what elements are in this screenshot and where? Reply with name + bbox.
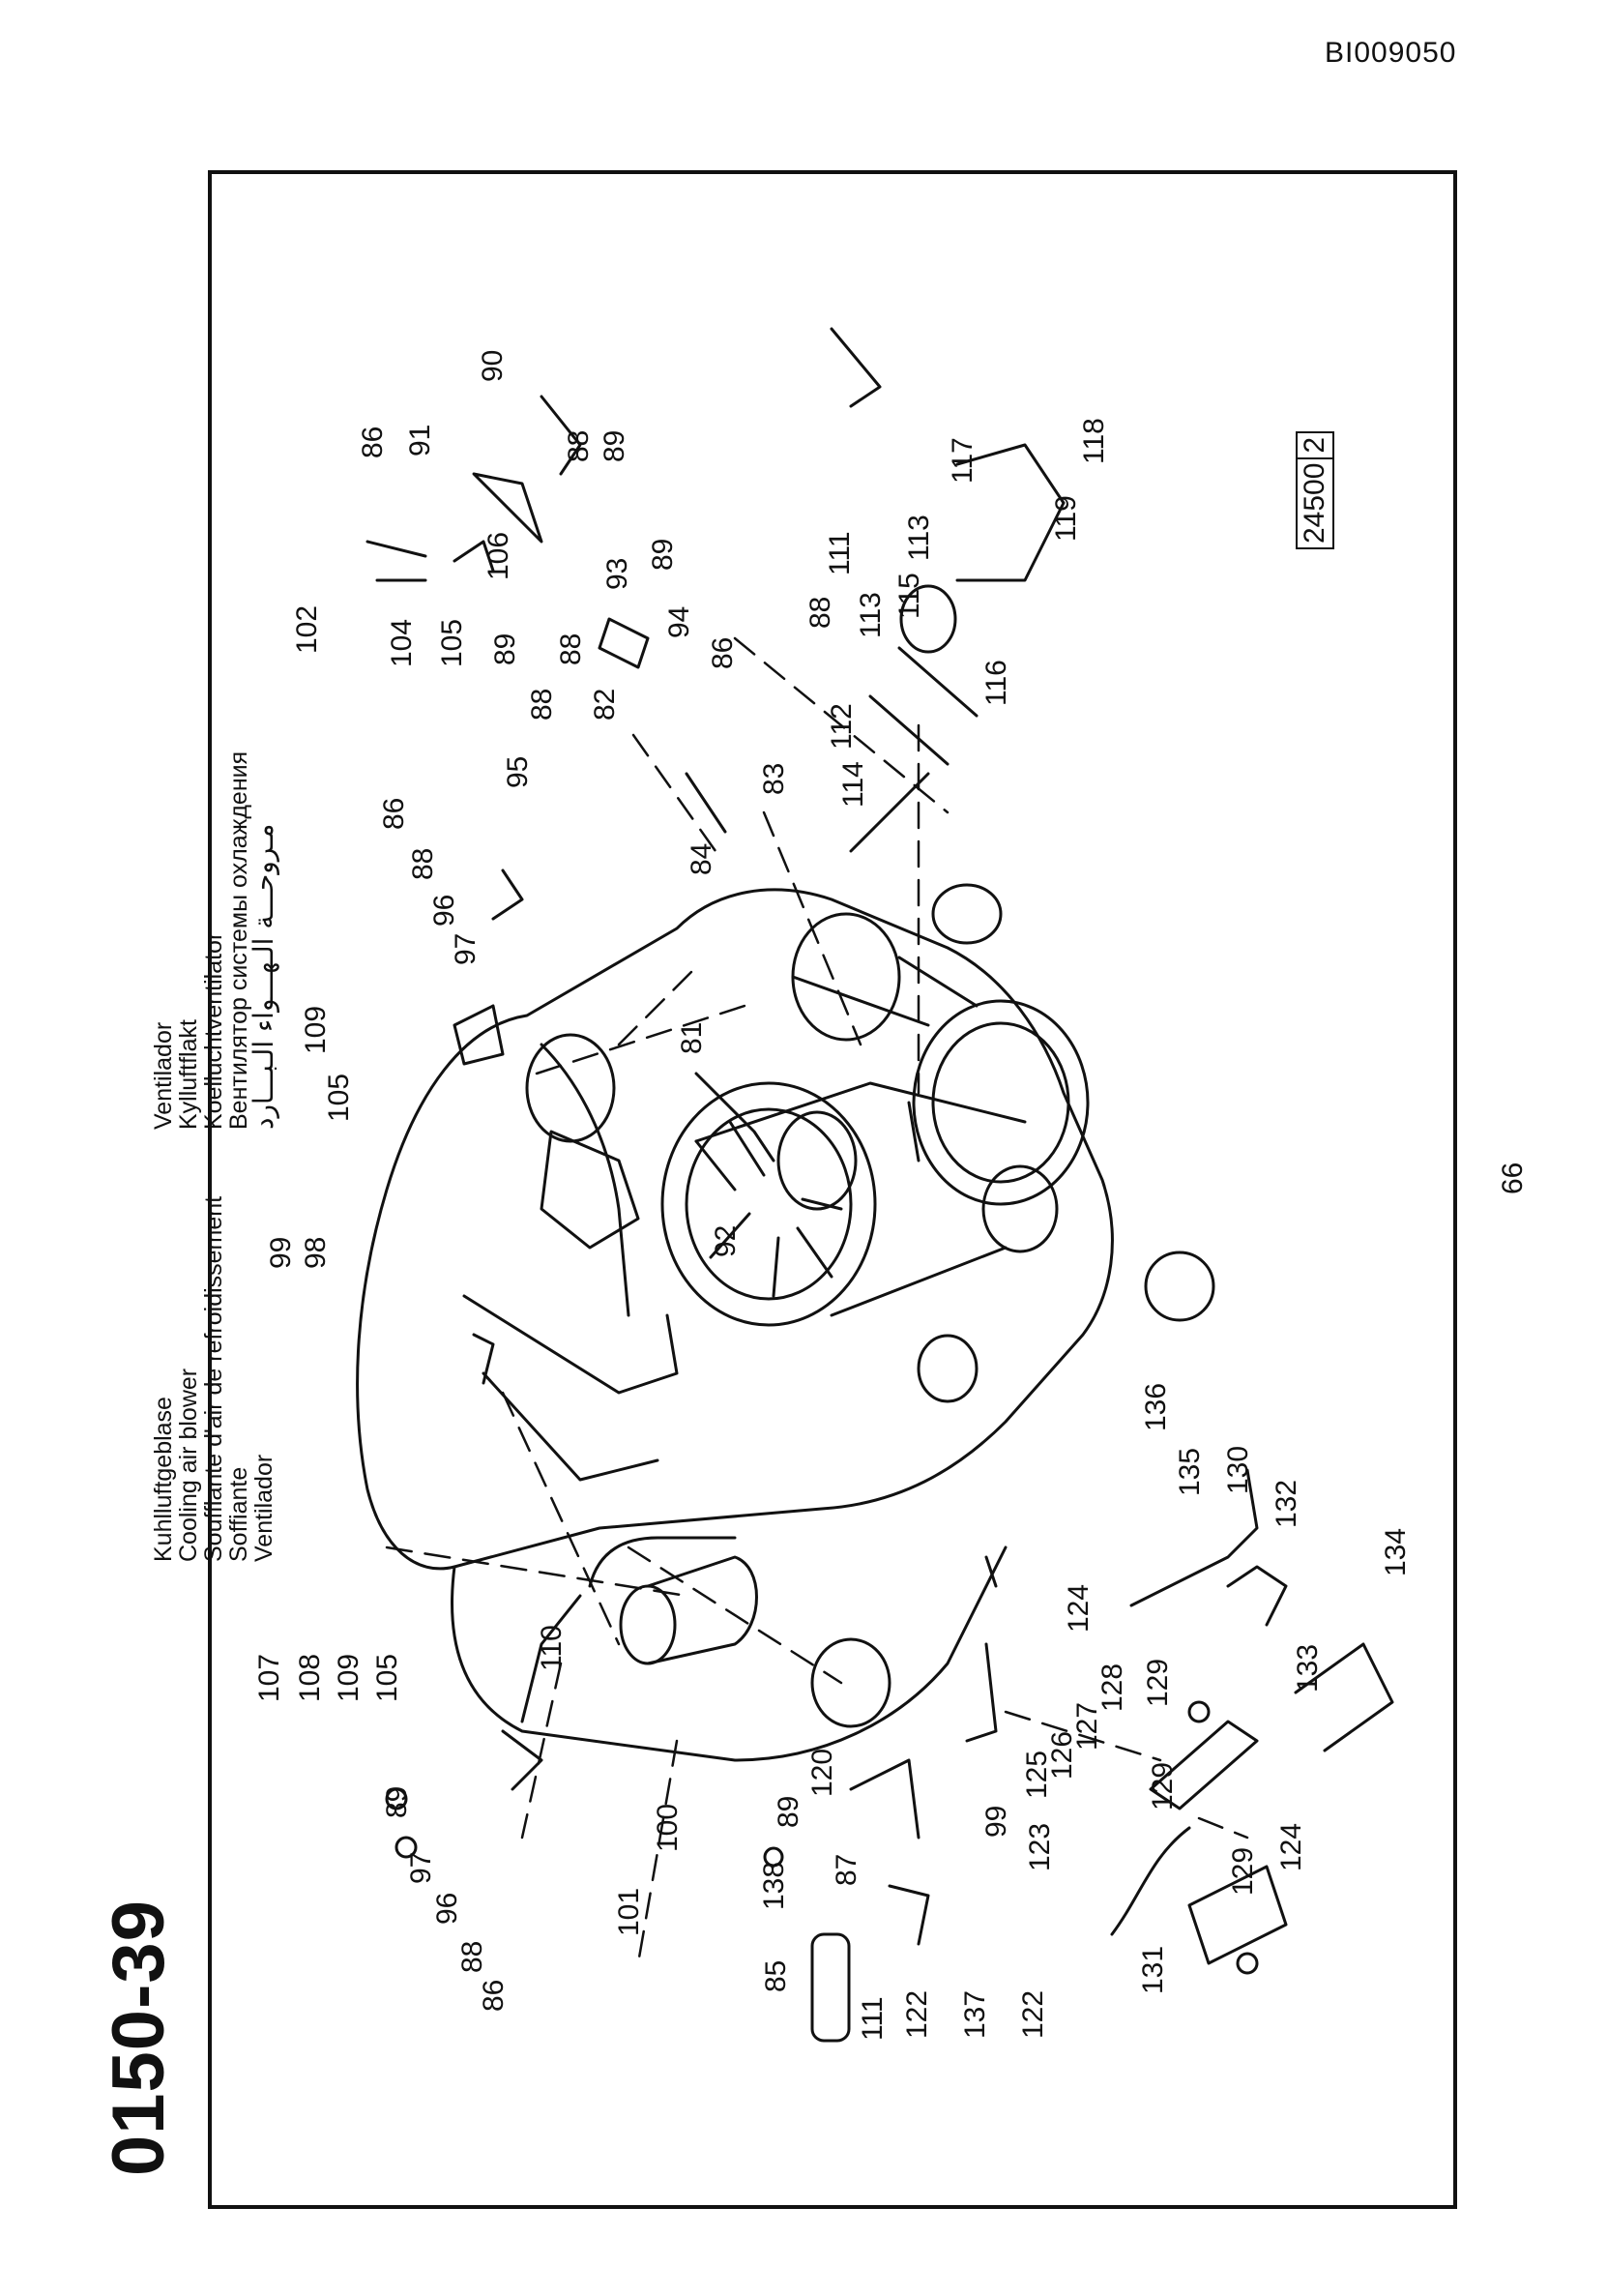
callout-label: 122 [901,1990,933,2039]
callout-label: 88 [804,597,836,629]
linkage-rods-drawing [588,1072,1259,1936]
callout-label: 135 [1174,1448,1206,1496]
callout-label: 105 [323,1074,355,1122]
callout-label: 120 [806,1749,838,1797]
callout-label: 124 [1275,1823,1307,1871]
exploded-parts-drawing [365,327,1394,2043]
cylinder-head-drawing [462,1033,679,1482]
callout-label: 86 [357,427,389,458]
callout-label: 83 [758,763,790,795]
callout-label: 105 [436,619,468,667]
callout-label: 129 [1142,1659,1174,1707]
fan-housing-drawing [660,1081,877,1327]
callout-label: 116 [980,660,1012,706]
callout-label: 95 [502,756,534,788]
callout-label: 86 [478,1980,510,2012]
callout-label: 107 [253,1654,285,1702]
callout-labels: 102 104 105 106 86 91 90 88 89 89 88 93 … [253,350,1412,2041]
callout-label: 105 [371,1654,403,1702]
callout-label: 97 [450,933,482,965]
callout-label: 94 [663,606,695,638]
pulley-drawing [791,883,1215,1403]
callout-label: 88 [526,689,558,721]
callout-label: 96 [428,895,460,927]
callout-label: 112 [826,703,858,750]
callout-label: 126 [1046,1731,1078,1780]
callout-label: 101 [613,1888,645,1936]
callout-label: 108 [294,1654,326,1702]
callout-label: 100 [652,1804,684,1852]
callout-label: 129 [1147,1762,1179,1810]
callout-label: 89 [773,1796,804,1828]
callout-label: 88 [563,430,595,462]
callout-label: 86 [707,637,739,669]
callout-label: 132 [1271,1480,1302,1528]
callout-label: 113 [855,592,887,638]
callout-label: 133 [1292,1644,1324,1693]
callout-label: 118 [1078,418,1110,464]
callout-label: 130 [1222,1446,1254,1494]
callout-label: 109 [333,1654,365,1702]
assembly-lines-drawing [385,636,1249,1965]
callout-label: 138 [758,1862,790,1910]
callout-label: 89 [381,1786,413,1818]
callout-label: 123 [1024,1823,1056,1871]
callout-label: 98 [300,1237,332,1269]
callout-label: 129 [1227,1847,1259,1896]
callout-label: 97 [405,1852,437,1884]
callout-label: 136 [1140,1383,1172,1431]
callout-label: 82 [589,689,621,721]
figure-frame [208,170,1457,2209]
callout-label: 111 [824,531,856,575]
callout-label: 84 [686,843,717,875]
callout-label: 90 [477,350,509,382]
engine-block-drawing [356,888,1114,1762]
callout-label: 93 [601,558,633,590]
callout-label: 106 [482,532,514,580]
callout-label: 104 [386,619,418,667]
callout-label: 87 [831,1854,862,1886]
callout-label: 113 [903,515,935,561]
callout-label: 91 [404,425,436,456]
callout-label: 117 [947,437,979,484]
callout-label: 122 [1017,1990,1049,2039]
callout-label: 127 [1071,1702,1103,1751]
callout-label: 131 [1137,1946,1169,1994]
callout-label: 88 [555,633,587,665]
callout-label: 114 [837,761,869,808]
callout-label: 89 [599,430,630,462]
callout-label: 115 [893,573,925,619]
callout-label: 111 [857,1996,889,2041]
starter-motor-drawing [619,1555,891,1728]
callout-label: 86 [378,798,410,830]
callout-label: 88 [456,1941,488,1973]
callout-label: 128 [1096,1663,1128,1712]
callout-label: 92 [710,1225,742,1257]
callout-label: 89 [647,539,679,571]
callout-label: 85 [760,1960,792,1992]
document-id: BI009050 [1325,37,1457,69]
callout-label: 99 [980,1806,1012,1838]
callout-label: 124 [1063,1584,1095,1633]
callout-label: 89 [489,633,521,665]
callout-label: 119 [1050,495,1082,542]
callout-label: 134 [1380,1528,1412,1576]
callout-label: 102 [291,605,323,654]
callout-label: 110 [536,1625,568,1671]
callout-label: 109 [300,1006,332,1054]
callout-label: 125 [1021,1751,1053,1799]
callout-label: 96 [431,1893,463,1925]
callout-label: 81 [676,1022,708,1054]
callout-label: 99 [265,1237,297,1269]
callout-label: 137 [959,1990,991,2039]
callout-label: 88 [407,848,439,880]
